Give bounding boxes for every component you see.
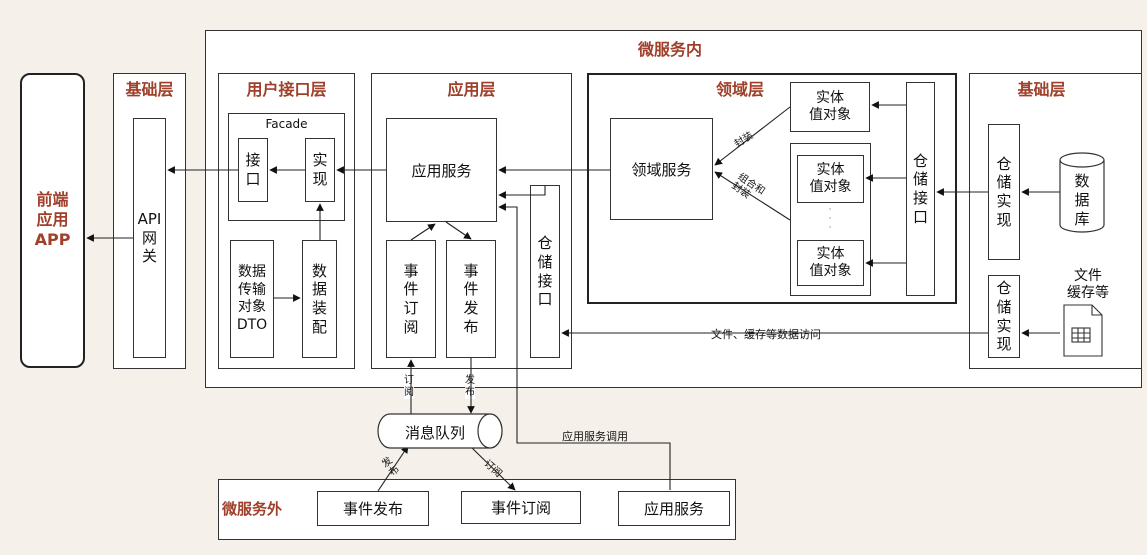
outside-event-subscribe-box: 事件订阅 — [461, 491, 581, 524]
frontend-app-box — [20, 73, 85, 368]
database-text: 数 据 库 — [1074, 172, 1090, 228]
event-publish-box: 事 件 发 布 — [446, 240, 496, 358]
assembler-box: 数 据 装 配 — [302, 240, 337, 358]
database-icon — [1059, 152, 1105, 233]
domain-service-box: 领域服务 — [610, 118, 713, 220]
microservice-outside-title: 微服务外 — [222, 500, 283, 518]
message-queue-text: 消息队列 — [404, 424, 465, 442]
frontend-app-label: 前端 应用 APP — [34, 190, 71, 249]
app-repo-interface-box: 仓 储 接 口 — [530, 185, 560, 358]
arrow-external-call — [498, 203, 671, 490]
entity-ellipsis: · · · — [828, 205, 832, 233]
dto-box: 数据 传输 对象 DTO — [230, 240, 274, 358]
arrow-subscribe-to-appservice — [410, 223, 436, 241]
microservice-inside-title: 微服务内 — [637, 40, 702, 59]
infra-layer-title: 基础层 — [1017, 80, 1066, 99]
arrow-repo-to-appservice — [498, 185, 546, 199]
mq-subscribe-label: 订 阅 — [404, 375, 414, 399]
entity-box-top: 实体 值对象 — [790, 82, 870, 132]
outside-event-publish-box: 事件发布 — [317, 491, 429, 526]
arrow-entity-to-domain — [714, 106, 791, 166]
app-service-call-label: 应用服务调用 — [562, 430, 628, 443]
gateway-layer-title: 基础层 — [125, 80, 174, 99]
outside-app-service-box: 应用服务 — [618, 491, 730, 526]
repo-impl-box-2: 仓 储 实 现 — [988, 275, 1020, 358]
mq-publish-label: 发 布 — [465, 375, 475, 399]
api-gateway-box: API 网 关 — [133, 118, 166, 358]
ui-layer-title: 用户接口层 — [246, 80, 327, 99]
repo-impl-box-1: 仓 储 实 现 — [988, 124, 1020, 260]
event-subscribe-box: 事 件 订 阅 — [386, 240, 436, 358]
data-access-label: 文件、缓存等数据访问 — [708, 326, 824, 342]
arrow-mq-to-outsubscribe — [469, 445, 516, 491]
file-cache-label: 文件 缓存等 — [1067, 268, 1109, 301]
domain-repo-interface-box: 仓 储 接 口 — [906, 82, 935, 296]
entity-box-1: 实体 值对象 — [797, 155, 864, 203]
impl-box: 实 现 — [305, 138, 335, 202]
message-queue-icon — [377, 413, 503, 449]
app-service-box: 应用服务 — [386, 118, 497, 222]
arrow-appservice-to-publish — [445, 221, 472, 240]
arrow-group-to-domain — [714, 171, 791, 221]
domain-layer-title: 领域层 — [715, 80, 764, 99]
interface-box: 接 口 — [238, 138, 268, 202]
facade-label: Facade — [265, 117, 308, 131]
file-spreadsheet-icon — [1063, 304, 1103, 357]
app-layer-title: 应用层 — [447, 80, 496, 99]
arrow-outpublish-to-mq — [377, 445, 409, 492]
entity-box-2: 实体 值对象 — [797, 240, 864, 286]
